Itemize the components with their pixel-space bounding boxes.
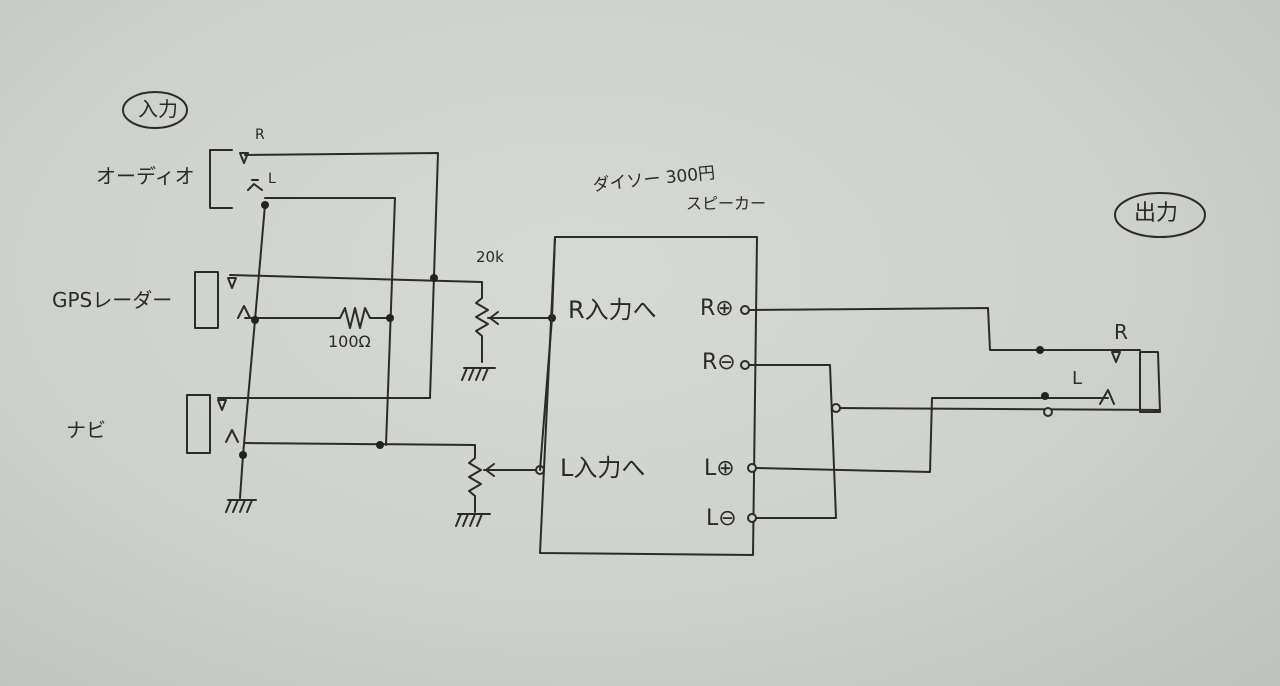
speaker-title-line2: スピーカー bbox=[686, 194, 767, 213]
output-jack bbox=[1099, 351, 1161, 413]
potentiometer-r bbox=[461, 281, 556, 381]
output-wiring bbox=[740, 305, 1161, 523]
input-title-circle bbox=[122, 91, 188, 129]
audio-input-jack bbox=[209, 149, 263, 209]
resistor-value-label: 100Ω bbox=[328, 332, 371, 351]
input-title: 入力 bbox=[138, 97, 178, 121]
output-title: 出力 bbox=[1134, 201, 1179, 226]
l-minus-terminal: L⊖ bbox=[706, 506, 737, 531]
r-minus-terminal: R⊖ bbox=[702, 350, 736, 375]
l-input-label: L入力へ bbox=[560, 454, 646, 482]
ground-symbol-left bbox=[225, 499, 257, 513]
input-wiring bbox=[217, 152, 483, 499]
navi-input-jack bbox=[186, 394, 239, 454]
output-r-label: R bbox=[1114, 320, 1128, 344]
audio-r-label: R bbox=[255, 127, 265, 143]
gps-label: GPSレーダー bbox=[52, 288, 173, 312]
r-input-label: R入力へ bbox=[568, 296, 657, 324]
speaker-box bbox=[539, 236, 758, 556]
navi-label: ナビ bbox=[66, 418, 106, 442]
audio-label: オーディオ bbox=[96, 164, 195, 188]
pot-value-label: 20k bbox=[476, 248, 504, 266]
audio-l-label: L bbox=[268, 171, 276, 187]
r-plus-terminal: R⊕ bbox=[700, 296, 734, 321]
potentiometer-l bbox=[455, 444, 545, 527]
l-plus-terminal: L⊕ bbox=[704, 456, 735, 481]
output-l-label: L bbox=[1072, 368, 1083, 389]
gps-input-jack bbox=[194, 271, 251, 329]
output-title-circle bbox=[1114, 192, 1206, 238]
